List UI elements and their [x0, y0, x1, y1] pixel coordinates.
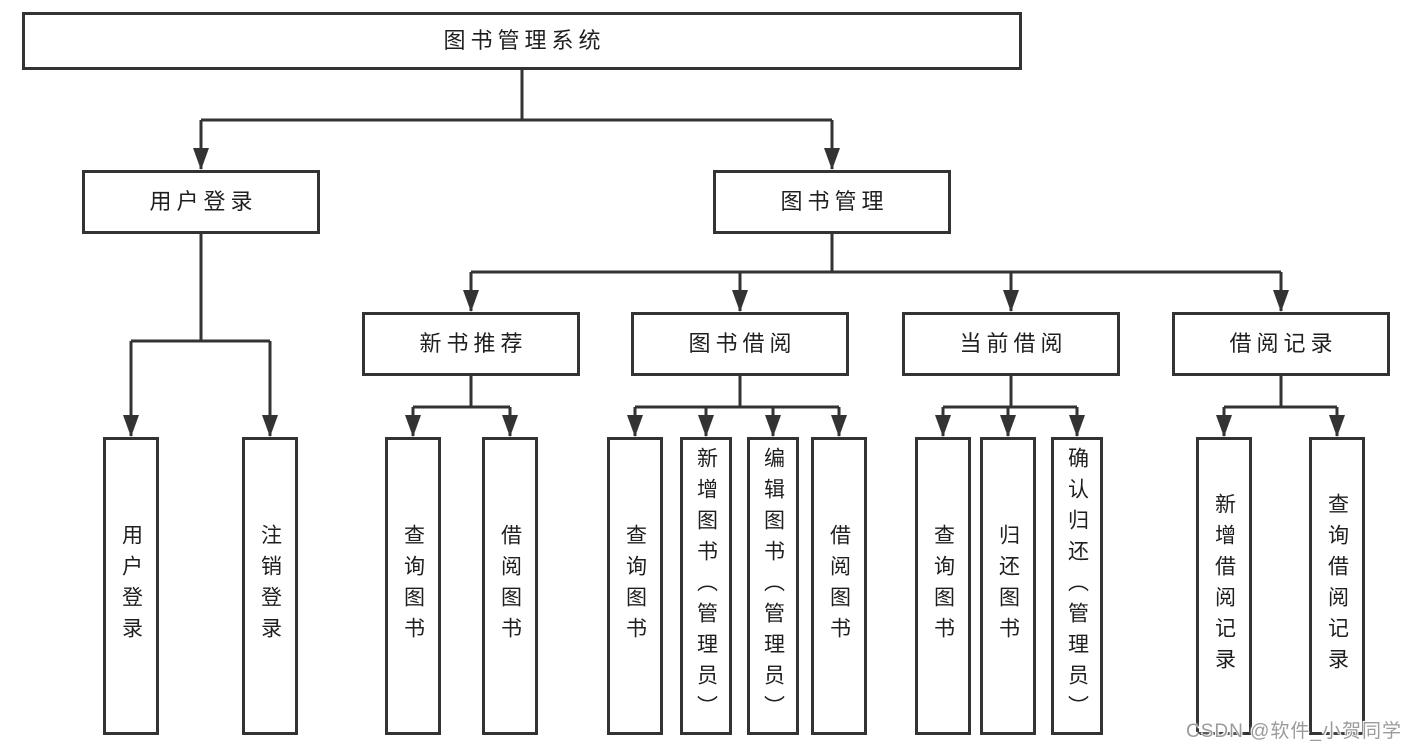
leaf-logout: 注销登录	[242, 437, 298, 735]
leaf-return-books: 归还图书	[980, 437, 1036, 735]
node-book-management: 图书管理	[713, 170, 951, 234]
watermark: CSDN @软件_小贺同学	[1186, 721, 1402, 742]
node-current-borrowing: 当前借阅	[902, 312, 1120, 376]
leaf-query-books-current: 查询图书	[915, 437, 971, 735]
connector-trunks	[131, 70, 1337, 409]
leaf-query-books-current-label: 查询图书	[931, 524, 955, 648]
leaf-query-borrow-record-label: 查询借阅记录	[1325, 493, 1349, 679]
node-new-book-recommendation: 新书推荐	[362, 312, 580, 376]
leaf-user-login: 用户登录	[103, 437, 159, 735]
node-root-label: 图书管理系统	[443, 28, 606, 53]
node-book-management-label: 图书管理	[780, 189, 889, 214]
leaf-query-borrow-record: 查询借阅记录	[1309, 437, 1365, 735]
leaf-add-borrow-record-label: 新增借阅记录	[1212, 493, 1236, 679]
node-user-login: 用户登录	[82, 170, 320, 234]
leaf-query-books-recommend-label: 查询图书	[401, 524, 425, 648]
node-borrowing-records: 借阅记录	[1172, 312, 1390, 376]
node-root: 图书管理系统	[22, 12, 1022, 70]
leaf-confirm-return-admin-label: 确认归还（管理员）	[1065, 446, 1089, 726]
node-user-login-label: 用户登录	[149, 189, 258, 214]
node-current-borrowing-label: 当前借阅	[959, 331, 1068, 356]
leaf-borrow-books-borrowing: 借阅图书	[811, 437, 867, 735]
leaf-confirm-return-admin: 确认归还（管理员）	[1051, 437, 1103, 735]
leaf-borrow-books-recommend-label: 借阅图书	[498, 524, 522, 648]
node-book-borrowing: 图书借阅	[631, 312, 849, 376]
leaf-query-books-recommend: 查询图书	[385, 437, 441, 735]
leaf-query-books-borrowing: 查询图书	[607, 437, 663, 735]
leaf-add-book-admin: 新增图书（管理员）	[680, 437, 732, 735]
node-borrowing-records-label: 借阅记录	[1229, 331, 1338, 356]
leaf-edit-book-admin-label: 编辑图书（管理员）	[761, 446, 785, 726]
leaf-borrow-books-recommend: 借阅图书	[482, 437, 538, 735]
leaf-borrow-books-borrowing-label: 借阅图书	[827, 524, 851, 648]
leaf-edit-book-admin: 编辑图书（管理员）	[747, 437, 799, 735]
leaf-user-login-label: 用户登录	[119, 524, 143, 648]
leaf-add-borrow-record: 新增借阅记录	[1196, 437, 1252, 735]
leaf-logout-label: 注销登录	[258, 524, 282, 648]
leaf-return-books-label: 归还图书	[996, 524, 1020, 648]
leaf-query-books-borrowing-label: 查询图书	[623, 524, 647, 648]
node-book-borrowing-label: 图书借阅	[688, 331, 797, 356]
node-new-book-recommendation-label: 新书推荐	[419, 331, 528, 356]
leaf-add-book-admin-label: 新增图书（管理员）	[694, 446, 718, 726]
